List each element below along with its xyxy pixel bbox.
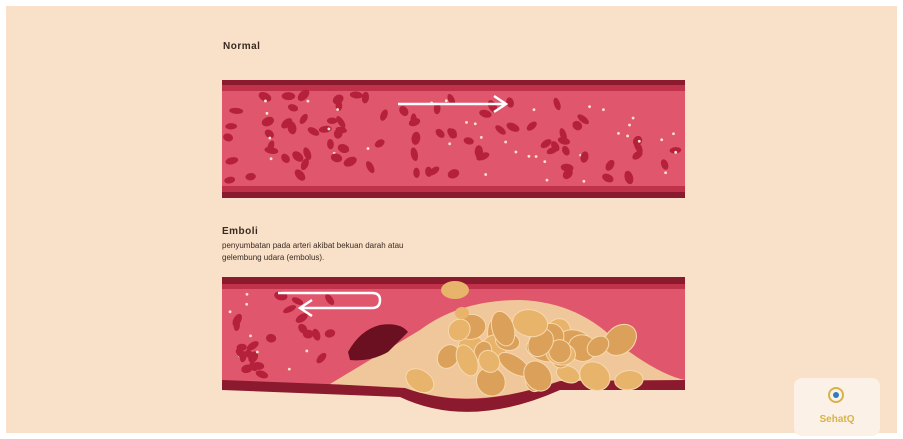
platelet (448, 142, 451, 145)
sehatq-logo-icon (828, 387, 844, 403)
platelet (256, 351, 259, 354)
red-blood-cell (327, 118, 338, 124)
platelet (674, 151, 677, 154)
platelet (266, 112, 269, 115)
platelet (543, 160, 546, 163)
platelet (245, 303, 248, 306)
platelet (480, 136, 483, 139)
platelet (583, 180, 586, 183)
platelet (528, 155, 531, 158)
embolus-fragment (455, 307, 469, 319)
platelet (602, 108, 605, 111)
platelet (672, 132, 675, 135)
platelet (474, 122, 477, 125)
platelet (617, 132, 620, 135)
platelet (270, 157, 273, 160)
emboli-vessel (222, 277, 685, 412)
platelet (535, 155, 538, 158)
platelet (588, 105, 591, 108)
platelet (367, 147, 370, 150)
platelet (660, 138, 663, 141)
platelet (533, 108, 536, 111)
platelet (504, 141, 507, 144)
embolus-fragment (441, 281, 469, 299)
platelet (546, 179, 549, 182)
normal-vessel (222, 80, 685, 198)
platelet (515, 151, 518, 154)
platelet (465, 121, 468, 124)
platelet (268, 137, 271, 140)
platelet (638, 140, 641, 143)
platelet (264, 100, 267, 103)
platelet (327, 128, 330, 131)
platelet (288, 368, 291, 371)
platelet (628, 124, 631, 127)
platelet (626, 135, 629, 138)
platelet (249, 334, 252, 337)
sehatq-logo: SehatQ (794, 378, 880, 436)
platelet (336, 108, 339, 111)
platelet (664, 171, 667, 174)
platelet (305, 350, 308, 353)
platelet (632, 117, 635, 120)
platelet (307, 100, 310, 103)
platelet (484, 173, 487, 176)
sehatq-logo-text: SehatQ (794, 414, 880, 425)
platelet (445, 99, 448, 102)
platelet (246, 293, 249, 296)
platelet (229, 310, 232, 313)
